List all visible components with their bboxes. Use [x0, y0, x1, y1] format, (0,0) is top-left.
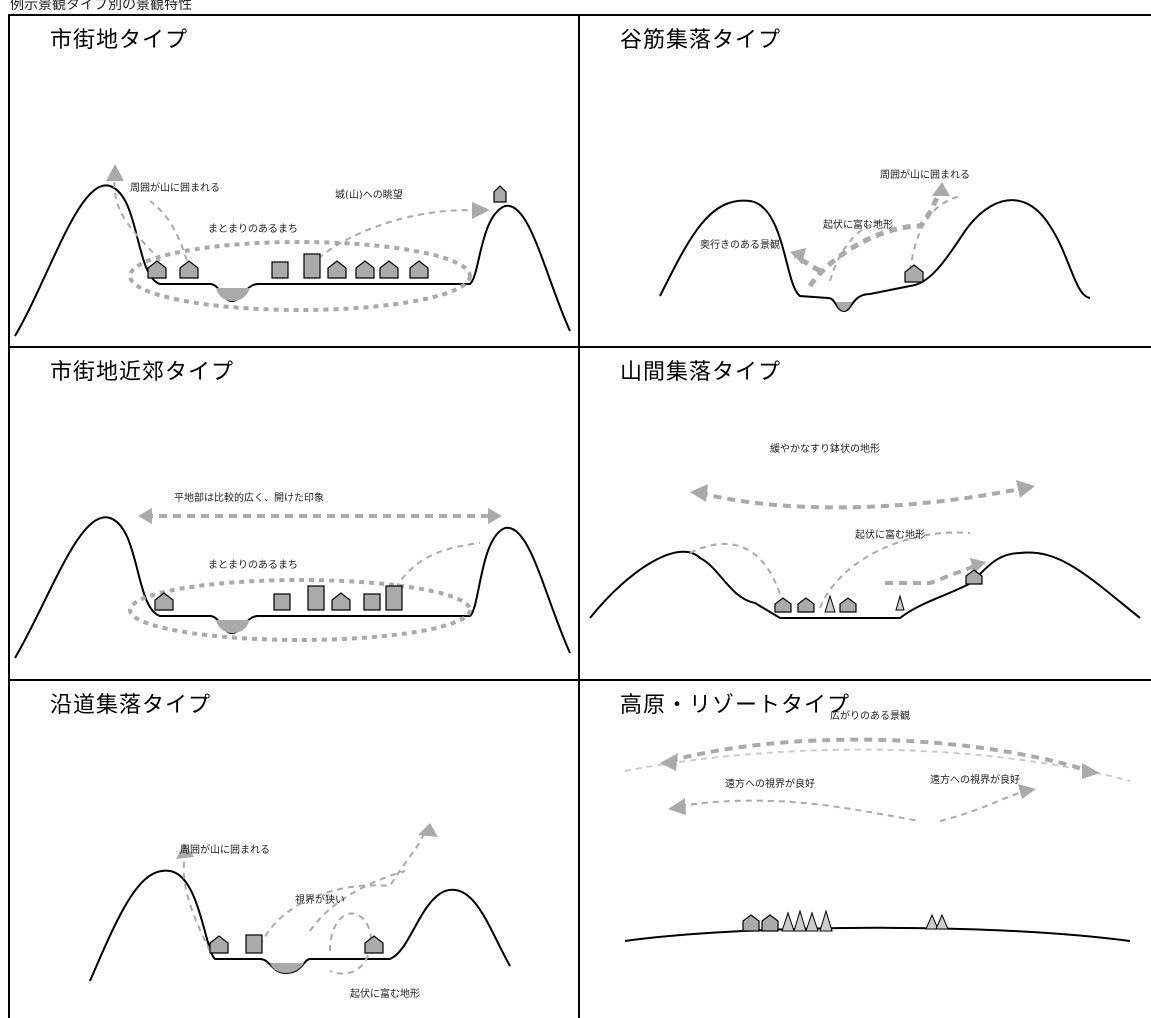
suburban-sketch: 平地部は比較的広く、開けた印象 まとまりのあるまち: [14, 491, 571, 659]
label-undulating: 起伏に富む地形: [350, 987, 420, 1000]
grid-row-divider-2: [8, 679, 1151, 681]
panel-highland-resort: 高原・リゾートタイプ 広がりのある景観 遠方への視界が良好 遠方への視界が良好: [580, 681, 1151, 1018]
label-open-plain: 平地部は比較的広く、開けた印象: [174, 491, 324, 504]
panel-mountain-village: 山間集落タイプ 緩やかなすり鉢状の地形 起伏に富む地形: [580, 348, 1151, 679]
houses: [154, 585, 403, 611]
panel-roadside: 沿道集落タイプ 周囲が山に囲まれる 視界が狭い 起伏に富む地形: [10, 681, 578, 1018]
panel-title: 谷筋集落タイプ: [620, 28, 782, 53]
label-undulating: 起伏に富む地形: [823, 218, 893, 231]
label-bowl-terrain: 緩やかなすり鉢状の地形: [770, 442, 880, 455]
label-surrounded: 周囲が山に囲まれる: [130, 181, 220, 194]
urban-sketch: 周囲が山に囲まれる 城(山)への眺望 まとまりのあるまち: [14, 164, 571, 337]
houses: [209, 934, 384, 954]
label-expansive: 広がりのある景観: [830, 709, 910, 722]
valley-sketch: 周囲が山に囲まれる 起伏に富む地形 奥行きのある景観: [659, 168, 1091, 313]
label-cohesive-town: まとまりのあるまち: [208, 559, 298, 571]
mountain-village-sketch: 緩やかなすり鉢状の地形 起伏に富む地形: [589, 442, 1141, 619]
panel-suburban: 市街地近郊タイプ 平地部は比較的広く、開けた印象 まとまりのあるまち: [10, 348, 578, 679]
houses: [147, 185, 507, 279]
label-distant-view-left: 遠方への視界が良好: [725, 777, 815, 790]
label-distant-view-right: 遠方への視界が良好: [930, 773, 1020, 786]
grid-left-border: [8, 14, 10, 1018]
label-surrounded: 周囲が山に囲まれる: [180, 843, 270, 856]
label-narrow-view: 視界が狭い: [295, 893, 345, 906]
panel-title: 沿道集落タイプ: [50, 693, 212, 718]
grid-center-divider: [578, 14, 580, 1018]
label-surrounded: 周囲が山に囲まれる: [880, 168, 970, 181]
page-header: 例示景観タイプ別の景観特性: [10, 0, 192, 13]
panel-title: 市街地タイプ: [50, 28, 189, 53]
panel-valley: 谷筋集落タイプ 周囲が山に囲まれる 起伏に富む地形 奥行きのある景観: [580, 16, 1151, 346]
label-undulating: 起伏に富む地形: [855, 528, 925, 541]
panel-title: 山間集落タイプ: [620, 360, 782, 385]
houses: [774, 569, 983, 613]
label-castle-view: 城(山)への眺望: [335, 188, 403, 201]
houses: [742, 909, 949, 932]
panel-title: 高原・リゾートタイプ: [620, 693, 851, 718]
label-depth: 奥行きのある景観: [700, 238, 780, 251]
roadside-sketch: 周囲が山に囲まれる 視界が狭い 起伏に富む地形: [89, 823, 511, 1000]
grid-row-divider-1: [8, 346, 1151, 348]
label-cohesive-town: まとまりのあるまち: [208, 223, 298, 235]
panel-urban: 市街地タイプ 周囲が山に囲まれる 城(山)への眺望 まとまりのあるまち: [10, 16, 578, 346]
highland-resort-sketch: 広がりのある景観 遠方への視界が良好 遠方への視界が良好: [624, 709, 1131, 942]
panel-title: 市街地近郊タイプ: [50, 360, 235, 385]
